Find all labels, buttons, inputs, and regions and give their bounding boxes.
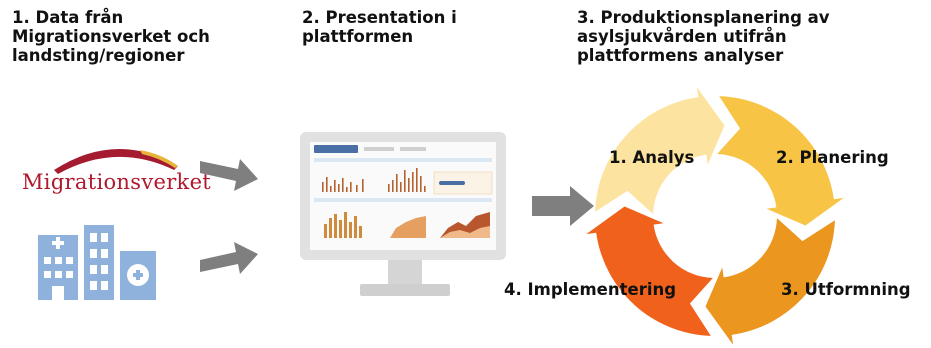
heading-presentation: 2. Presentation i plattformen xyxy=(302,8,457,46)
cycle-label-implementering: 4. Implementering xyxy=(504,280,677,299)
platform-monitor-icon xyxy=(300,132,506,296)
hospital-buildings-icon xyxy=(38,225,156,300)
migrationsverket-logo-text: Migrationsverket xyxy=(22,170,212,194)
cycle-segment-utformning xyxy=(705,218,835,345)
cycle-segment-implementering xyxy=(586,206,713,336)
planning-cycle-diagram xyxy=(586,88,844,345)
arrow-migrationsverket-to-platform xyxy=(200,159,258,191)
cycle-label-analys: 1. Analys xyxy=(609,148,695,167)
cycle-segment-planering xyxy=(717,96,844,226)
cycle-label-utformning: 3. Utformning xyxy=(781,280,911,299)
cycle-label-planering: 2. Planering xyxy=(776,148,889,167)
arrow-regions-to-platform xyxy=(200,242,258,274)
heading-production-planning: 3. Produktionsplanering av asylsjukvårde… xyxy=(577,8,830,65)
heading-data-sources: 1. Data från Migrationsverket och landst… xyxy=(12,8,210,65)
migrationsverket-logo-arc xyxy=(54,148,178,174)
arrow-platform-to-cycle xyxy=(532,186,594,226)
cycle-segment-analys xyxy=(595,88,725,214)
